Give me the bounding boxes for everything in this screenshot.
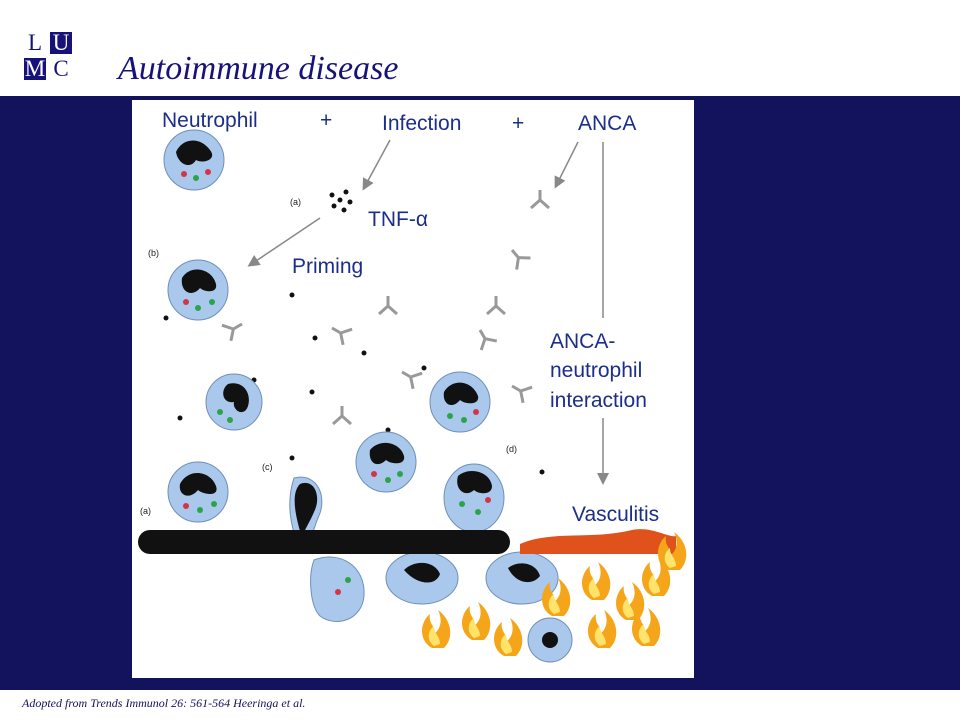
marker-a-top: (a) <box>290 197 301 207</box>
diagram-panel: Neutrophil + Infection + ANCA TNF-α Prim… <box>132 100 694 678</box>
label-priming: Priming <box>292 255 364 278</box>
label-interaction-line-2: neutrophil <box>550 359 643 382</box>
label-vasculitis: Vasculitis <box>572 503 660 526</box>
label-interaction-line-3: interaction <box>550 389 647 412</box>
logo-letter: C <box>50 57 72 80</box>
label-infection: Infection <box>382 112 462 135</box>
marker-a-bottom: (a) <box>140 506 151 516</box>
label-tnf-alpha: TNF-α <box>368 208 428 231</box>
label-neutrophil: Neutrophil <box>162 109 258 132</box>
marker-c: (c) <box>262 462 273 472</box>
infection-arrow <box>362 139 391 191</box>
vessel-endothelium <box>138 529 676 554</box>
logo-letter: U <box>50 31 72 54</box>
label-plus-1: + <box>320 109 333 132</box>
logo-letter: M <box>24 56 46 81</box>
source-caption: Adopted from Trends Immunol 26: 561-564 … <box>22 696 306 710</box>
label-anca: ANCA <box>578 112 637 135</box>
marker-b: (b) <box>148 248 159 258</box>
logo-letter: L <box>24 31 46 54</box>
label-plus-2: + <box>512 112 525 135</box>
anca-arrow <box>554 141 579 189</box>
diagram-illustration <box>138 129 687 663</box>
marker-d: (d) <box>506 444 517 454</box>
lumc-logo: L U M C <box>22 30 74 82</box>
label-interaction-line-1: ANCA- <box>550 330 616 353</box>
tnf-dots <box>329 189 353 213</box>
slide-title: Autoimmune disease <box>118 50 399 87</box>
tnf-arrow <box>247 217 321 267</box>
